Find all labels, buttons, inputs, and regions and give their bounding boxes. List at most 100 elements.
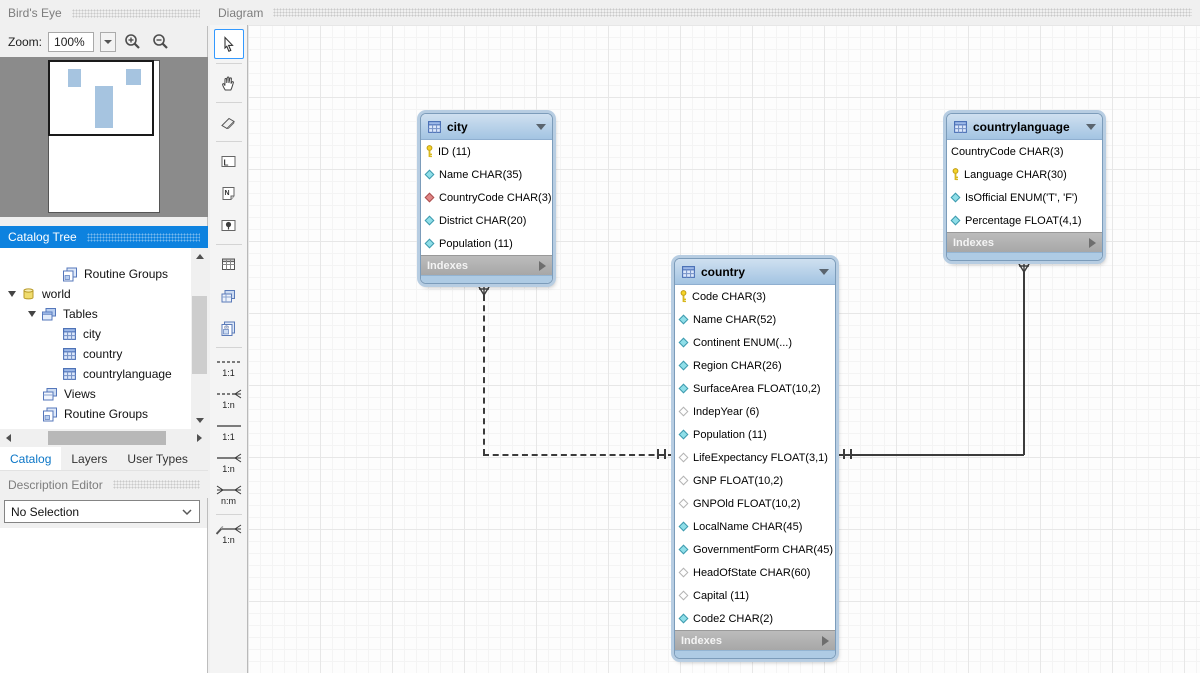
tree-item-tables[interactable]: Tables — [0, 304, 208, 324]
table-column-row[interactable]: HeadOfState CHAR(60) — [675, 561, 835, 584]
column-text: Continent ENUM(...) — [693, 336, 793, 349]
table-column-row[interactable]: LocalName CHAR(45) — [675, 515, 835, 538]
minimap-viewport[interactable] — [48, 60, 154, 136]
rel-1-n-non-identifying-tool[interactable]: 1:n — [214, 384, 244, 414]
table-column-row[interactable]: ID (11) — [421, 140, 552, 163]
table-column-row[interactable]: Code CHAR(3) — [675, 285, 835, 308]
tree-item-countrylanguage[interactable]: countrylanguage — [0, 364, 208, 384]
tree-item-city[interactable]: city — [0, 324, 208, 344]
note-tool[interactable]: N — [214, 178, 244, 208]
rel-1-1-non-identifying-tool[interactable]: 1:1 — [214, 352, 244, 382]
table-column-row[interactable]: Name CHAR(35) — [421, 163, 552, 186]
table-column-row[interactable]: Population (11) — [421, 232, 552, 255]
table-column-row[interactable]: Continent ENUM(...) — [675, 331, 835, 354]
relationship-countrylanguage-country-vertical[interactable] — [1023, 272, 1025, 455]
pan-tool[interactable] — [214, 68, 244, 98]
scroll-down-button[interactable] — [191, 412, 208, 429]
table-column-row[interactable]: SurfaceArea FLOAT(10,2) — [675, 377, 835, 400]
table-column-row[interactable]: Capital (11) — [675, 584, 835, 607]
table-column-row[interactable]: GovernmentForm CHAR(45) — [675, 538, 835, 561]
scrollbar-thumb[interactable] — [192, 296, 207, 374]
rel-1-n-existing-columns-tool[interactable]: 1:n — [214, 519, 244, 549]
tree-item-label: country — [83, 347, 123, 361]
expand-triangle-icon[interactable] — [8, 291, 16, 297]
table-column-row[interactable]: Population (11) — [675, 423, 835, 446]
column-text: Code2 CHAR(2) — [693, 612, 774, 625]
minimap-table-countrylanguage — [126, 69, 141, 85]
image-tool[interactable] — [214, 210, 244, 240]
table-icon — [62, 327, 77, 341]
tool-cardinality-label: 1:n — [222, 534, 235, 545]
column-notnull-icon — [678, 613, 689, 624]
expand-triangle-icon[interactable] — [28, 311, 36, 317]
table-column-row[interactable]: Language CHAR(30) — [947, 163, 1102, 186]
indexes-section-countrylanguage[interactable]: Indexes — [947, 232, 1102, 252]
rel-1-1-identifying-tool[interactable]: 1:1 — [214, 416, 244, 446]
table-column-row[interactable]: IndepYear (6) — [675, 400, 835, 423]
zoom-dropdown-button[interactable] — [100, 31, 117, 52]
relationship-city-country-horizontal[interactable] — [483, 454, 674, 456]
table-header-countrylanguage[interactable]: countrylanguage — [947, 114, 1102, 140]
routine-group-tool[interactable]: db — [214, 313, 244, 343]
tab-layers[interactable]: Layers — [71, 451, 108, 466]
birdseye-minimap[interactable] — [0, 57, 208, 217]
tree-item-routine-groups[interactable]: Routine Groups — [0, 404, 208, 424]
tab-catalog[interactable]: Catalog — [0, 447, 62, 470]
column-nullable-icon — [678, 590, 689, 601]
collapse-caret-icon[interactable] — [1086, 123, 1096, 130]
rel-1-n-identifying-tool[interactable]: 1:n — [214, 448, 244, 478]
collapse-caret-icon[interactable] — [536, 123, 546, 130]
scrollbar-thumb[interactable] — [48, 431, 166, 445]
eraser-tool[interactable] — [214, 107, 244, 137]
rel-n-m-identifying-tool[interactable]: n:m — [214, 480, 244, 510]
table-column-row[interactable]: IsOfficial ENUM('T', 'F') — [947, 186, 1102, 209]
table-column-row[interactable]: LifeExpectancy FLOAT(3,1) — [675, 446, 835, 469]
zoom-out-icon — [153, 33, 168, 49]
table-header-city[interactable]: city — [421, 114, 552, 140]
tree-vertical-scrollbar[interactable] — [191, 248, 208, 429]
selection-combobox[interactable]: No Selection — [4, 500, 200, 523]
indexes-section-country[interactable]: Indexes — [675, 630, 835, 650]
collapse-caret-icon[interactable] — [819, 268, 829, 275]
table-column-row[interactable]: District CHAR(20) — [421, 209, 552, 232]
indexes-section-city[interactable]: Indexes — [421, 255, 552, 275]
select-tool[interactable] — [213, 29, 244, 59]
table-column-row[interactable]: Percentage FLOAT(4,1) — [947, 209, 1102, 232]
table-column-row[interactable]: Code2 CHAR(2) — [675, 607, 835, 630]
tool-cardinality-label: 1:n — [222, 399, 235, 410]
scroll-right-button[interactable] — [191, 429, 208, 447]
table-tool[interactable] — [214, 249, 244, 279]
tree-item-country[interactable]: country — [0, 344, 208, 364]
column-text: ID (11) — [438, 145, 471, 158]
toolbar-separator — [215, 141, 242, 142]
scroll-left-button[interactable] — [0, 429, 17, 447]
tree-item-routine-groups[interactable]: Routine Groups — [0, 264, 208, 284]
table-column-row[interactable]: CountryCode CHAR(3) — [421, 186, 552, 209]
tab-user-types[interactable]: User Types — [127, 451, 188, 466]
table-column-row[interactable]: Region CHAR(26) — [675, 354, 835, 377]
svg-text:N: N — [225, 190, 230, 197]
zoom-value-box[interactable]: 100% — [48, 31, 95, 52]
relationship-countrylanguage-country-horizontal[interactable] — [836, 454, 1024, 456]
view-tool[interactable] — [214, 281, 244, 311]
tree-item-label: Tables — [63, 307, 98, 321]
zoom-in-button[interactable] — [122, 31, 144, 53]
table-figure-city[interactable]: city ID (11) Name CHAR(35)CountryCode CHAR… — [420, 113, 553, 284]
zoom-out-button[interactable] — [150, 31, 172, 53]
tree-item-views[interactable]: Views — [0, 384, 208, 404]
column-notnull-icon — [424, 169, 435, 180]
tree-horizontal-scrollbar[interactable] — [0, 429, 208, 447]
layer-tool[interactable]: L — [214, 146, 244, 176]
table-column-row[interactable]: GNPOld FLOAT(10,2) — [675, 492, 835, 515]
scroll-up-button[interactable] — [191, 248, 208, 265]
tree-item-world[interactable]: world — [0, 284, 208, 304]
tables-icon — [42, 307, 56, 320]
table-column-row[interactable]: CountryCode CHAR(3) — [947, 140, 1102, 163]
table-header-country[interactable]: country — [675, 259, 835, 285]
relationship-city-country-vertical[interactable] — [483, 295, 485, 455]
table-column-row[interactable]: Name CHAR(52) — [675, 308, 835, 331]
table-column-row[interactable]: GNP FLOAT(10,2) — [675, 469, 835, 492]
